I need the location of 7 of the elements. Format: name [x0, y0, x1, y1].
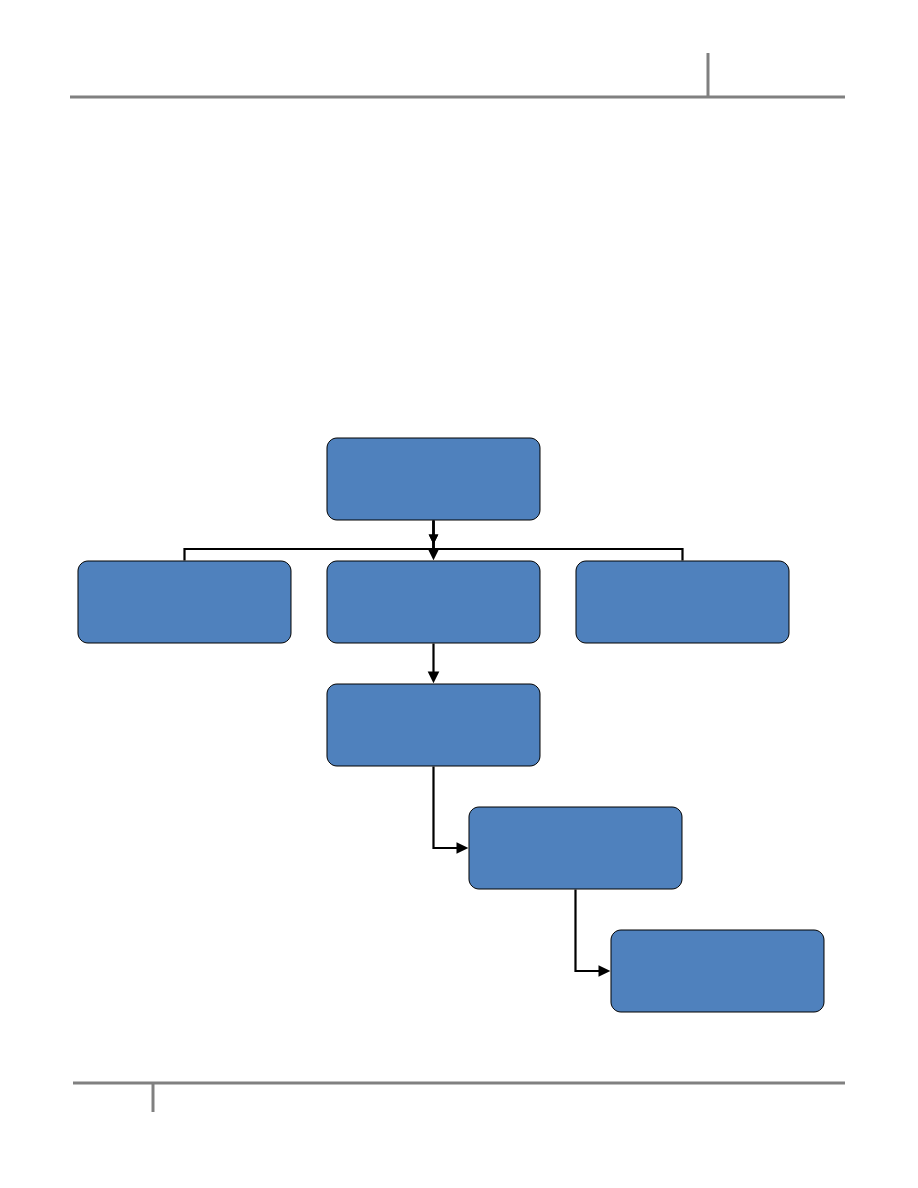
process-box [610, 929, 825, 1013]
process-box [468, 806, 683, 890]
process-box [575, 560, 790, 644]
process-box [326, 560, 541, 644]
process-box [326, 683, 541, 767]
process-box [326, 437, 541, 521]
process-box [77, 560, 292, 644]
